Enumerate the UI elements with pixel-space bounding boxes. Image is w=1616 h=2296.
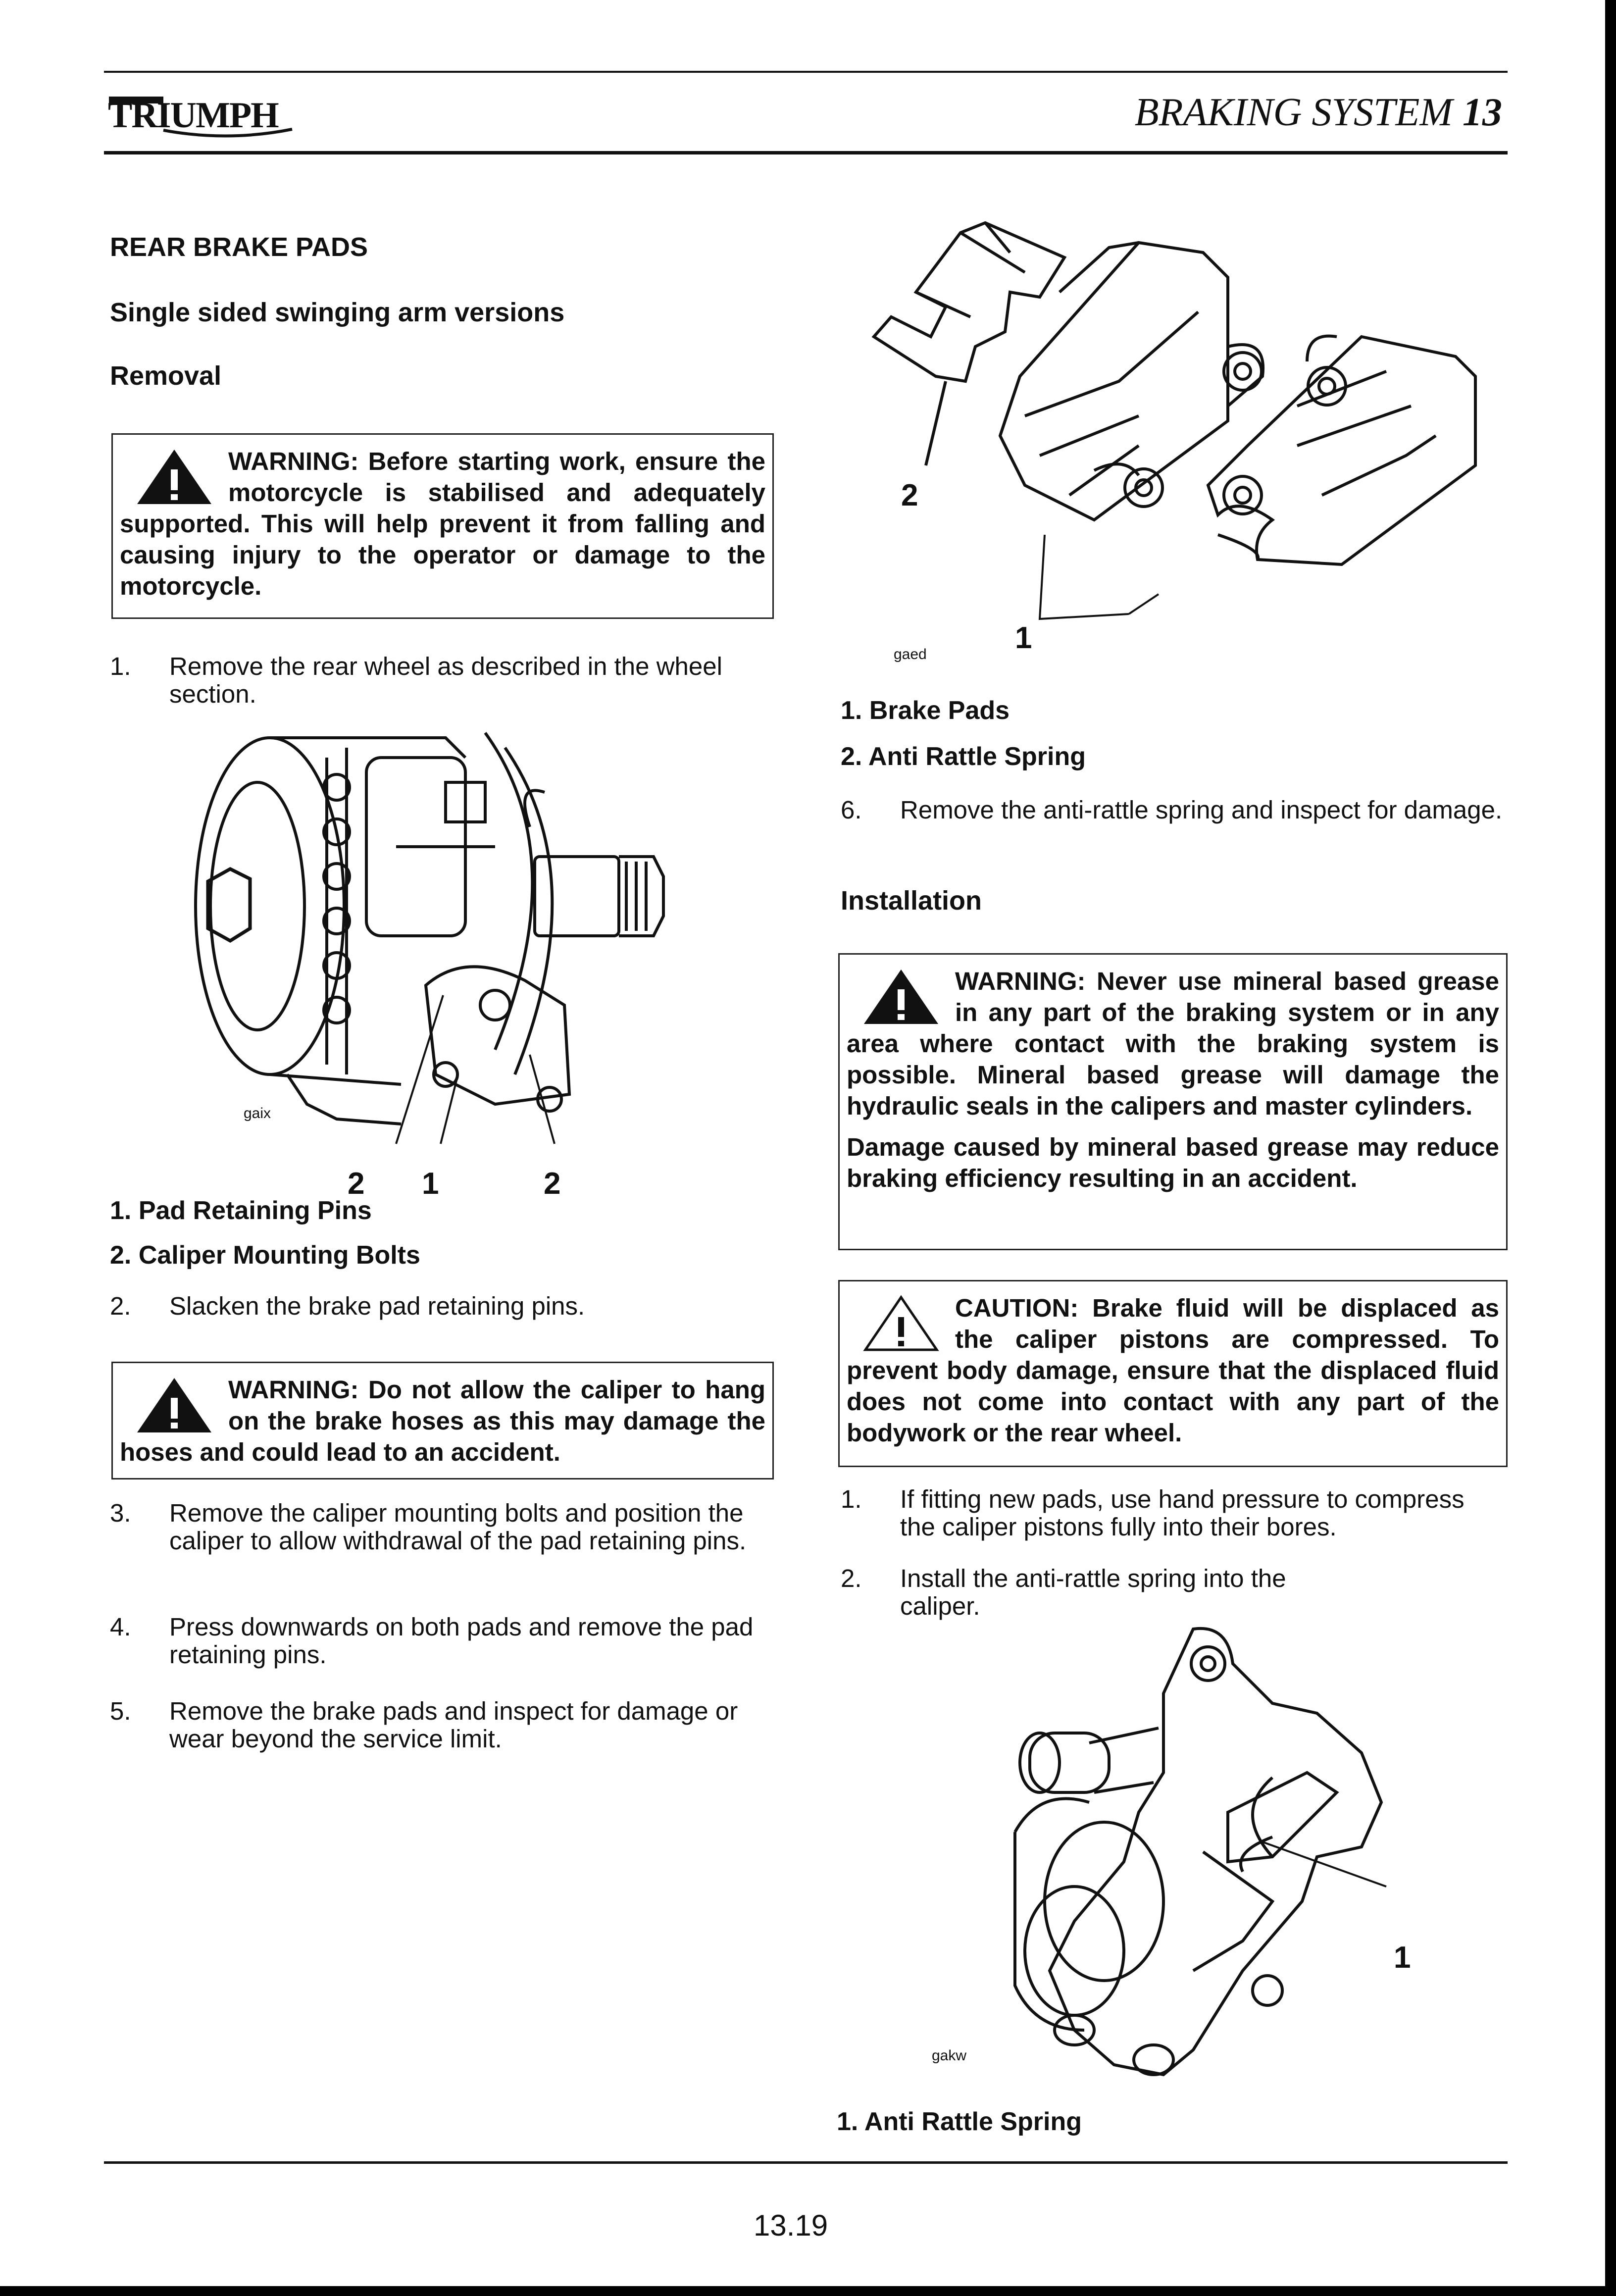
warning-box-mineral-grease: WARNING: Never use mineral based grease … xyxy=(838,953,1508,1250)
brake-pads-figure xyxy=(861,218,1495,703)
warning-triangle-icon xyxy=(864,969,938,1024)
header-bottom-rule xyxy=(104,151,1508,154)
warning-text: Damage caused by mineral based grease ma… xyxy=(847,1133,1499,1192)
warning-text: WARNING: Before starting work, ensure th… xyxy=(120,447,765,600)
figure-caption: 1. Anti Rattle Spring xyxy=(837,2107,1082,2136)
warning-box-caliper-hoses: WARNING: Do not allow the caliper to han… xyxy=(111,1362,774,1480)
figure-code: gakw xyxy=(932,2047,967,2064)
step-text: Press downwards on both pads and remove … xyxy=(169,1613,754,1669)
step-number: 3. xyxy=(110,1499,131,1527)
section-title: BRAKING SYSTEM 13 xyxy=(1135,90,1502,135)
page-title: REAR BRAKE PADS xyxy=(110,232,368,262)
callout-1: 1 xyxy=(422,1167,439,1201)
step-text: Remove the caliper mounting bolts and po… xyxy=(169,1499,747,1555)
callout-1: 1 xyxy=(1015,621,1032,655)
warning-box-stabilise: WARNING: Before starting work, ensure th… xyxy=(111,433,774,619)
scan-edge-right xyxy=(1605,0,1616,2296)
step-text: Slacken the brake pad retaining pins. xyxy=(169,1292,585,1320)
page-number: 13.19 xyxy=(754,2209,828,2242)
caliper-figure xyxy=(926,1624,1441,2094)
caution-triangle-icon xyxy=(863,1295,939,1351)
footer-rule xyxy=(104,2161,1508,2164)
step-text: Remove the rear wheel as described in th… xyxy=(169,652,722,708)
chapter-number: 13 xyxy=(1463,91,1502,134)
figure-code: gaed xyxy=(894,646,927,663)
figure-code: gaix xyxy=(244,1105,271,1122)
figure-caption: 1. Pad Retaining Pins xyxy=(110,1196,372,1225)
callout-1: 1 xyxy=(1394,1940,1411,1975)
removal-heading: Removal xyxy=(110,361,222,391)
step-number: 4. xyxy=(110,1613,131,1641)
step-text: Remove the anti-rattle spring and inspec… xyxy=(900,796,1503,824)
caution-text: CAUTION: Brake fluid will be displaced a… xyxy=(847,1294,1499,1447)
installation-heading: Installation xyxy=(841,886,982,916)
warning-triangle-icon xyxy=(137,1378,211,1432)
rear-caliper-illustration xyxy=(194,732,665,1144)
step-text: Remove the brake pads and inspect for da… xyxy=(169,1697,738,1753)
figure-caption: 2. Anti Rattle Spring xyxy=(841,742,1086,771)
step-number: 1. xyxy=(841,1485,862,1513)
warning-triangle-icon xyxy=(137,450,211,504)
header-top-rule xyxy=(104,71,1508,73)
step-number: 2. xyxy=(110,1292,131,1320)
warning-text: WARNING: Never use mineral based grease … xyxy=(847,967,1499,1120)
brake-pads-and-spring-illustration xyxy=(871,221,1477,620)
subtitle: Single sided swinging arm versions xyxy=(110,298,565,327)
step-number: 1. xyxy=(110,652,131,680)
caliper-on-wheel-figure xyxy=(188,728,713,1183)
warning-text: WARNING: Do not allow the caliper to han… xyxy=(120,1376,765,1466)
step-text: Install the anti-rattle spring into the … xyxy=(900,1564,1286,1620)
triumph-logo: TRIUMPH xyxy=(104,87,332,141)
step-text: If fitting new pads, use hand pressure t… xyxy=(900,1485,1464,1541)
callout-2-right: 2 xyxy=(544,1167,561,1201)
scan-edge-bottom xyxy=(0,2286,1616,2296)
callout-2-left: 2 xyxy=(348,1167,365,1201)
step-number: 2. xyxy=(841,1564,862,1592)
step-number: 6. xyxy=(841,796,862,824)
figure-caption: 1. Brake Pads xyxy=(841,696,1010,725)
caution-box-brake-fluid: CAUTION: Brake fluid will be displaced a… xyxy=(838,1280,1508,1467)
section-name: BRAKING SYSTEM xyxy=(1134,91,1453,134)
figure-caption: 2. Caliper Mounting Bolts xyxy=(110,1241,420,1270)
svg-text:TRIUMPH: TRIUMPH xyxy=(108,95,279,136)
triumph-logo-icon: TRIUMPH xyxy=(108,95,293,138)
caliper-with-spring-illustration xyxy=(1013,1627,1387,2077)
callout-2: 2 xyxy=(901,478,918,512)
step-number: 5. xyxy=(110,1697,131,1725)
